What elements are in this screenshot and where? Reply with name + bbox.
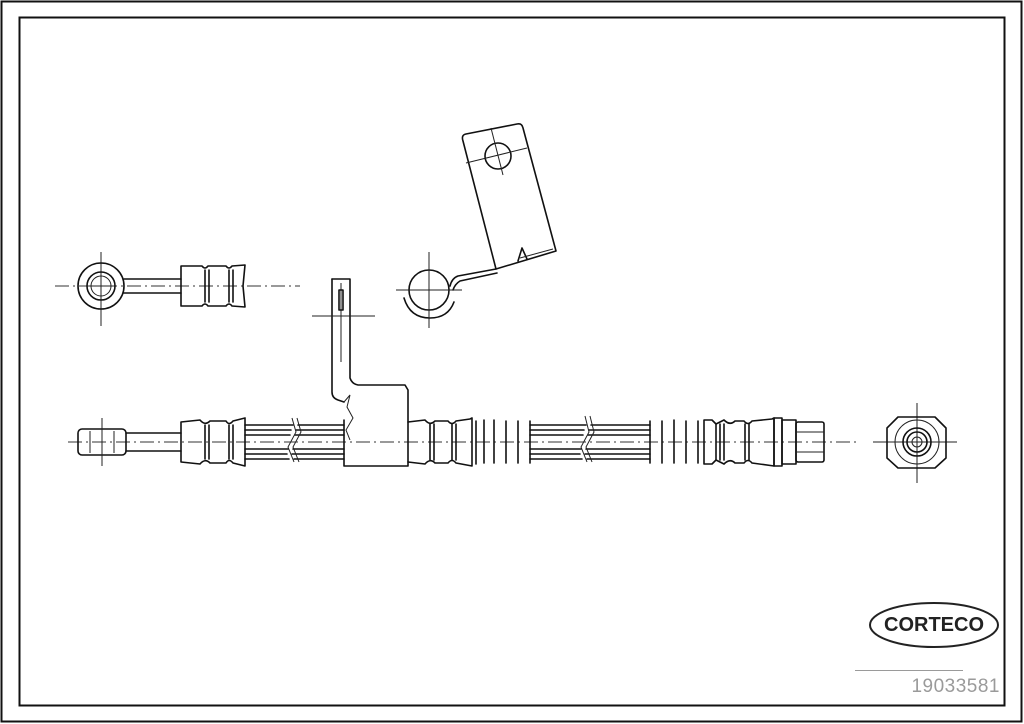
part-number-rule	[855, 670, 963, 671]
main-hose-view	[68, 278, 858, 467]
drawing-frame	[18, 16, 1006, 707]
part-number: 19033581	[911, 676, 1000, 697]
hex-end-view	[873, 403, 957, 483]
bracket-clip-view	[396, 123, 557, 328]
brand-logo-text: CORTECO	[884, 614, 984, 636]
brand-logo-ellipse	[869, 602, 999, 648]
brand-logo: CORTECO	[868, 602, 1000, 648]
banjo-end-view	[55, 252, 300, 326]
